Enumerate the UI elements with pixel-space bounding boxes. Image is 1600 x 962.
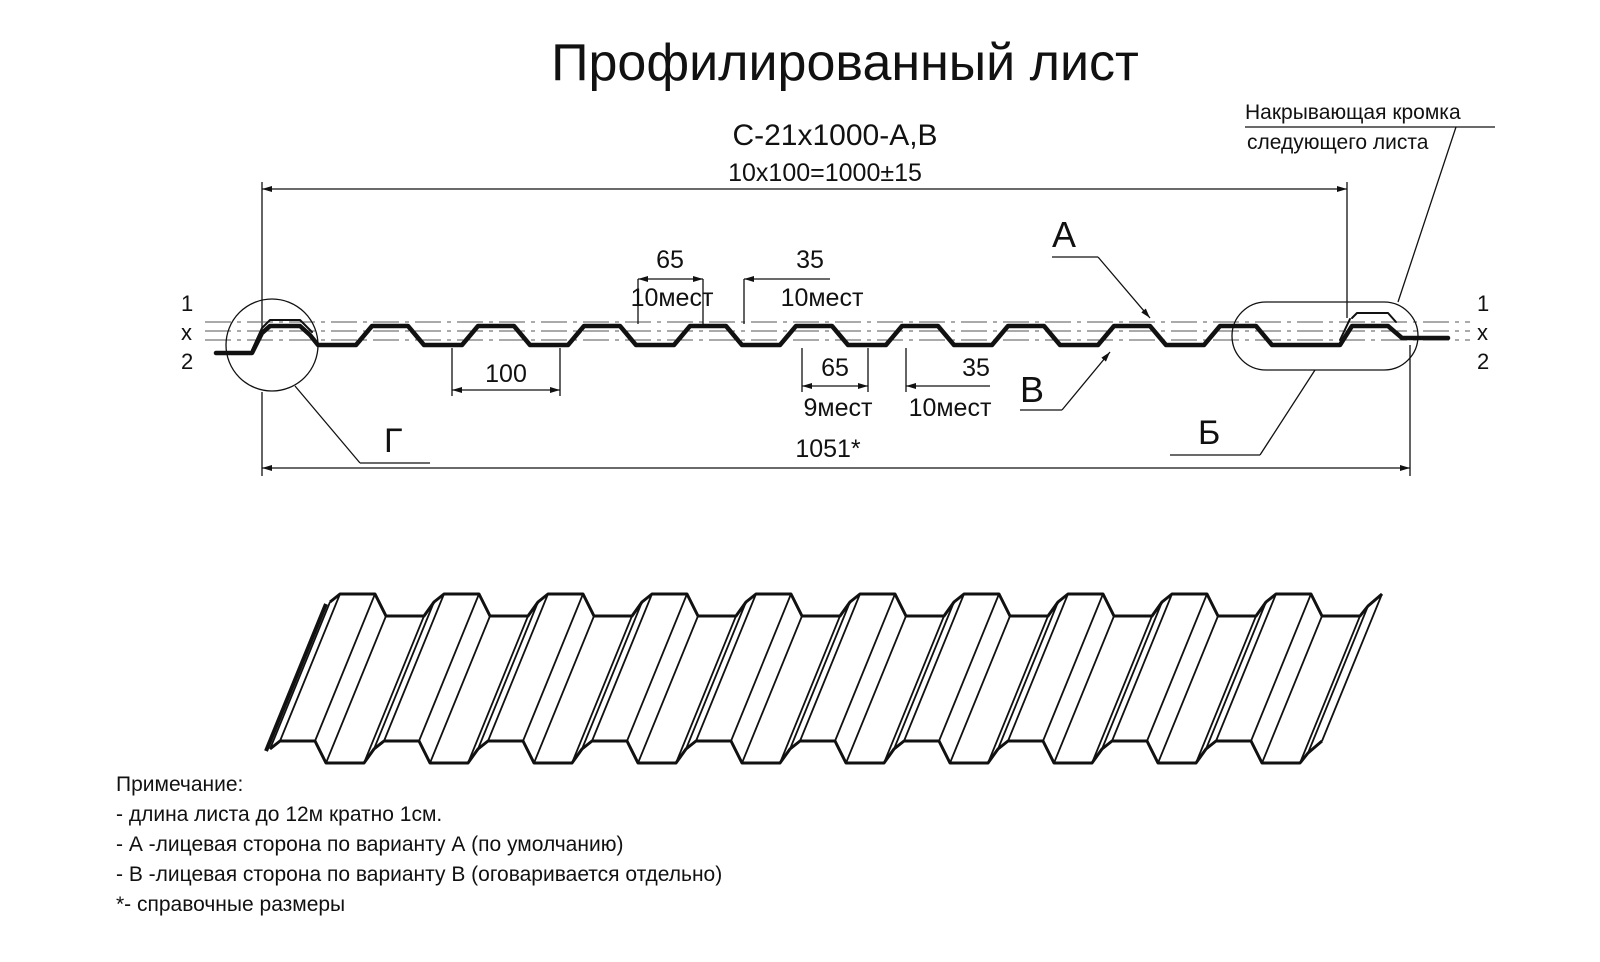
dimension-top-right-value: 35 <box>796 246 824 274</box>
notes-heading: Примечание: <box>116 773 244 796</box>
dimension-bottom-right-value: 35 <box>962 354 990 382</box>
overall-dimension-label: 10х100=1000±15 <box>728 159 922 187</box>
dimension-bottom-left-count: 9мест <box>804 394 873 422</box>
detail-b-marker <box>1170 301 1419 456</box>
dimension-top-left-value: 65 <box>656 246 684 274</box>
note-item: - А -лицевая сторона по варианту А (по у… <box>116 833 624 856</box>
overall-dimension-line <box>261 182 1348 330</box>
profile-designation: С-21х1000-А,В <box>732 119 937 152</box>
drawing-title: Профилированный лист <box>551 34 1139 92</box>
dimension-bottom-right-count: 10мест <box>909 394 992 422</box>
axis-mark-right-1: 1 <box>1477 291 1489 316</box>
dimension-bottom-left-value: 65 <box>821 354 849 382</box>
side-b-leader <box>1020 351 1111 411</box>
axis-mark-left-x: х <box>181 320 192 345</box>
notes-block: Примечание: - длина листа до 12м кратно … <box>116 770 722 920</box>
pitch-label: 100 <box>485 360 527 388</box>
side-a-leader <box>1052 256 1151 319</box>
note-item: - длина листа до 12м кратно 1см. <box>116 803 443 826</box>
dimension-top-left-count: 10мест <box>631 284 714 312</box>
axis-mark-right-2: 2 <box>1477 349 1489 374</box>
detail-g-marker <box>225 298 430 464</box>
note-item: - В -лицевая сторона по варианту В (огов… <box>116 863 723 886</box>
edge-note-leader <box>1245 126 1495 303</box>
total-width-label: 1051* <box>795 435 861 463</box>
axis-mark-right-x: х <box>1477 320 1488 345</box>
edge-note-line1: Накрывающая кромка <box>1245 101 1461 124</box>
dimension-top-right-count: 10мест <box>781 284 864 312</box>
dimension-bottom-group <box>801 348 990 392</box>
detail-g-label: Г <box>384 422 402 460</box>
dimension-top-group <box>637 276 830 324</box>
detail-b-label: Б <box>1198 414 1220 452</box>
edge-note-line2: следующего листа <box>1247 131 1429 154</box>
note-item: *- справочные размеры <box>116 893 346 916</box>
profile-section <box>213 312 1451 356</box>
pitch-dimension <box>451 348 561 396</box>
isometric-sheet <box>264 592 1383 765</box>
side-b-label: В <box>1020 369 1044 410</box>
axis-mark-left-2: 2 <box>181 349 193 374</box>
axis-mark-left-1: 1 <box>181 291 193 316</box>
side-a-label: А <box>1052 214 1076 255</box>
total-width-dimension <box>261 345 1411 476</box>
